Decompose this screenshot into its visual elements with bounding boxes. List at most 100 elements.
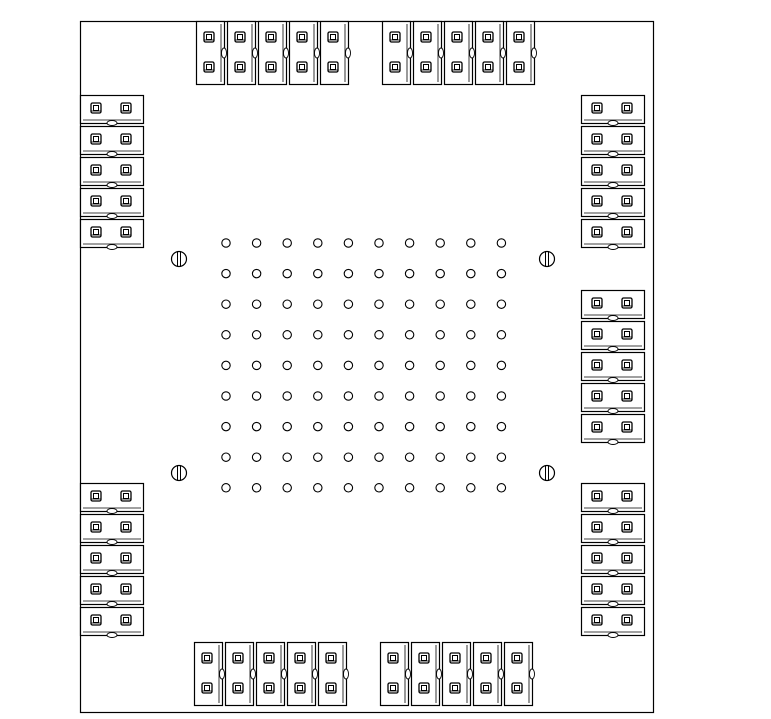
header-cell [195, 20, 227, 86]
header-pin [420, 31, 432, 43]
header-pin [265, 61, 277, 73]
header-pin [234, 31, 246, 43]
header-cell [410, 641, 442, 707]
pin-inner [514, 655, 520, 661]
header-cell [580, 320, 646, 352]
header-pin [513, 31, 525, 43]
header-pin [621, 490, 633, 502]
header-cell-notch [343, 668, 349, 680]
header-cell-notch [498, 668, 504, 680]
pin-inner [123, 555, 129, 561]
pin-inner [93, 493, 99, 499]
pin-inner [594, 136, 600, 142]
pin-inner [299, 64, 305, 70]
header-pin [621, 521, 633, 533]
header-pin [591, 552, 603, 564]
grid-hole [496, 452, 507, 462]
grid-hole [343, 421, 354, 432]
pin-inner [123, 524, 129, 530]
header-cell [224, 641, 256, 707]
header-pin [120, 614, 132, 626]
header-pin [591, 490, 603, 502]
header-cell [286, 641, 318, 707]
header-cell [580, 382, 646, 414]
header-cell [79, 156, 145, 188]
pin-inner [93, 198, 99, 204]
header-cell-body [224, 641, 255, 707]
pin-inner [235, 685, 241, 691]
pin-inner [594, 393, 600, 399]
header-cell-notch [607, 120, 619, 126]
grid-hole [466, 299, 476, 309]
grid-hole [496, 268, 507, 279]
connector-group-right [580, 482, 646, 638]
pin-inner [266, 685, 272, 691]
header-pin [90, 521, 102, 533]
grid-hole [343, 391, 354, 401]
pin-inner [594, 586, 600, 592]
header-pin [591, 614, 603, 626]
grid-hole [435, 421, 445, 432]
header-cell-body [379, 641, 410, 707]
header-cell-body [79, 513, 145, 544]
grid-hole [282, 268, 292, 279]
mounting-hole [538, 464, 556, 482]
pin-inner [93, 524, 99, 530]
header-pin [621, 195, 633, 207]
header-pin [327, 31, 339, 43]
pin-inner [93, 555, 99, 561]
grid-hole [496, 360, 507, 371]
header-cell [317, 641, 349, 707]
header-cell [79, 513, 145, 545]
header-cell [226, 20, 258, 86]
pin-inner [454, 64, 460, 70]
grid-hole [343, 299, 354, 309]
grid-hole [496, 391, 507, 401]
header-cell-notch [407, 47, 413, 59]
pin-inner [483, 655, 489, 661]
header-cell [472, 641, 504, 707]
grid-hole [404, 483, 415, 493]
board-layer [79, 20, 655, 714]
header-cell-notch [607, 346, 619, 352]
grid-hole [221, 360, 231, 371]
pin-grid [221, 238, 507, 493]
connector-group-top [195, 20, 351, 86]
pin-inner [452, 685, 458, 691]
header-pin [120, 521, 132, 533]
header-cell-body [580, 544, 646, 575]
header-cell [79, 125, 145, 157]
header-pin [294, 652, 306, 664]
pin-inner [594, 617, 600, 623]
header-pin [621, 583, 633, 595]
grid-hole [251, 391, 262, 401]
pin-inner [624, 362, 630, 368]
pin-inner [299, 34, 305, 40]
header-cell-body [79, 575, 145, 606]
header-cell-notch [106, 213, 118, 219]
header-pin [621, 552, 633, 564]
header-cell [412, 20, 444, 86]
grid-hole [221, 238, 231, 248]
pin-inner [123, 229, 129, 235]
header-cell-body [288, 20, 319, 86]
connector-group-bottom [193, 641, 349, 707]
pin-inner [237, 64, 243, 70]
grid-hole [221, 421, 231, 432]
pin-inner [268, 34, 274, 40]
pin-inner [330, 64, 336, 70]
header-cell [441, 641, 473, 707]
grid-hole [313, 299, 323, 309]
pin-inner [328, 685, 334, 691]
header-cell-notch [106, 570, 118, 576]
header-cell [79, 187, 145, 219]
pin-inner [485, 64, 491, 70]
header-pin [591, 164, 603, 176]
header-cell [580, 544, 646, 576]
mounting-hole-ring [170, 464, 188, 482]
pin-inner [123, 617, 129, 623]
header-pin [203, 61, 215, 73]
pin-inner [624, 586, 630, 592]
header-cell [79, 94, 145, 126]
